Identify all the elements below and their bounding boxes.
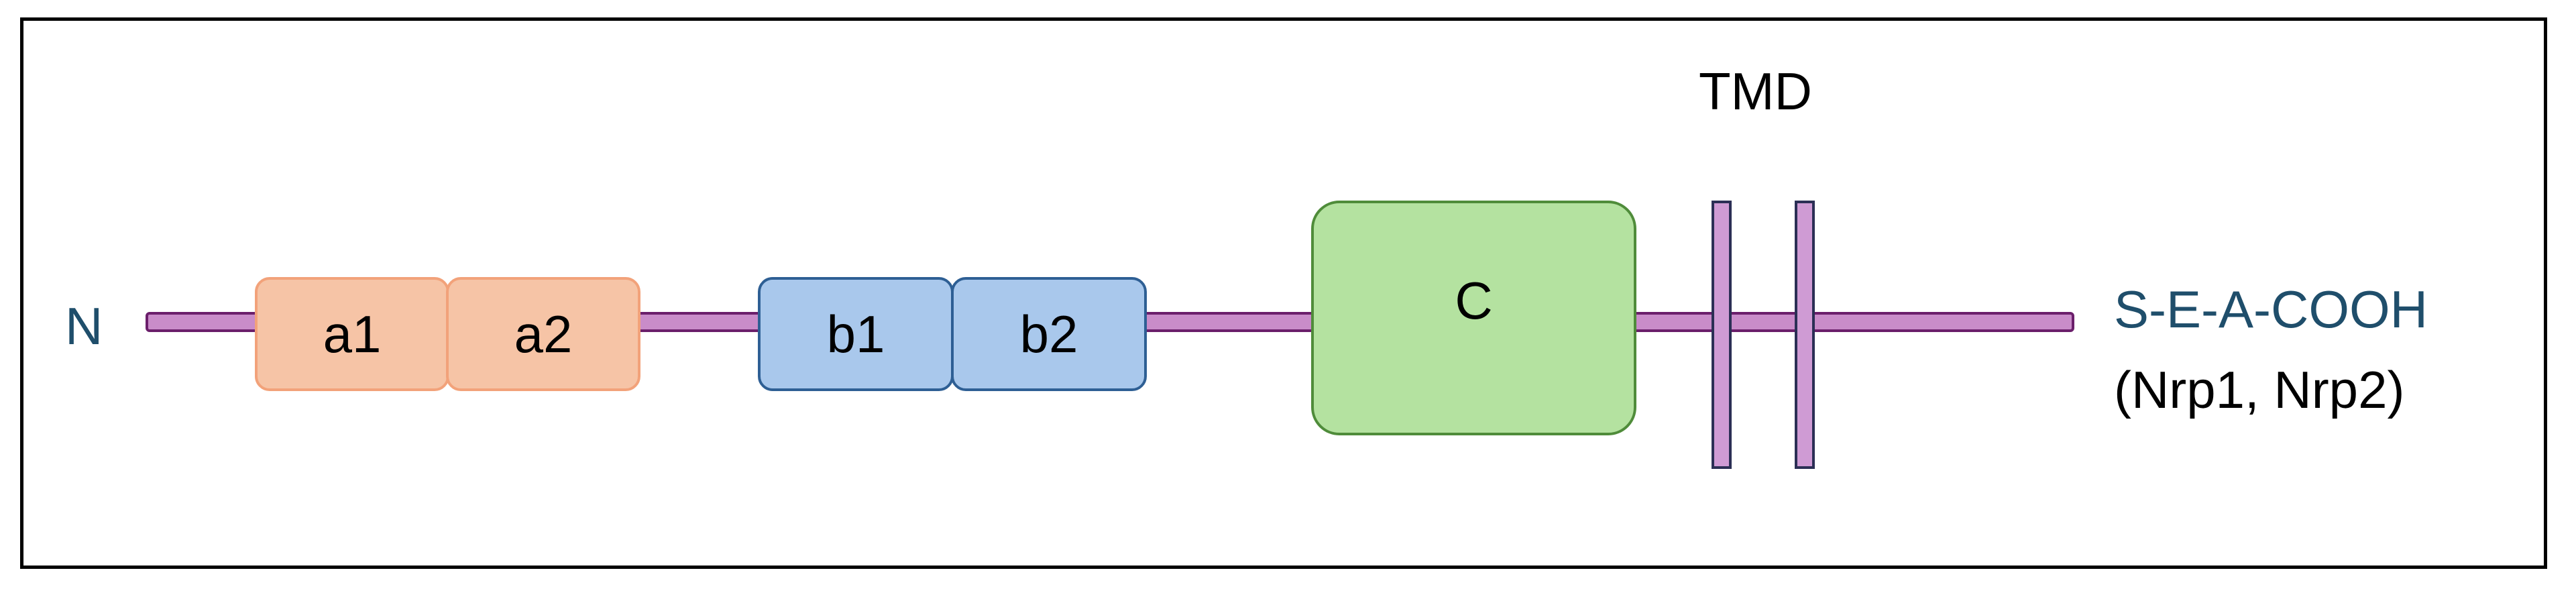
- domain-b2: b2: [951, 277, 1147, 391]
- tmd-label: TMD: [1699, 62, 1812, 121]
- domain-c: C: [1311, 201, 1636, 435]
- domain-a1-label: a1: [323, 304, 382, 364]
- c-terminus-motif: S-E-A-COOH: [2114, 280, 2428, 339]
- domain-a1: a1: [255, 277, 449, 391]
- domain-b2-label: b2: [1019, 304, 1078, 364]
- c-terminus-note: (Nrp1, Nrp2): [2114, 360, 2405, 419]
- transmembrane-bar-left: [1712, 201, 1732, 469]
- domain-c-label: C: [1455, 271, 1493, 330]
- domain-a2: a2: [446, 277, 640, 391]
- domain-b1: b1: [758, 277, 954, 391]
- n-terminus-label: N: [65, 297, 103, 356]
- domain-b1-label: b1: [826, 304, 885, 364]
- diagram-frame: N a1 a2 b1 b2 C TMD S-E-A-COOH (Nrp1, Nr…: [20, 17, 2547, 569]
- transmembrane-bar-right: [1795, 201, 1815, 469]
- domain-a2-label: a2: [514, 304, 573, 364]
